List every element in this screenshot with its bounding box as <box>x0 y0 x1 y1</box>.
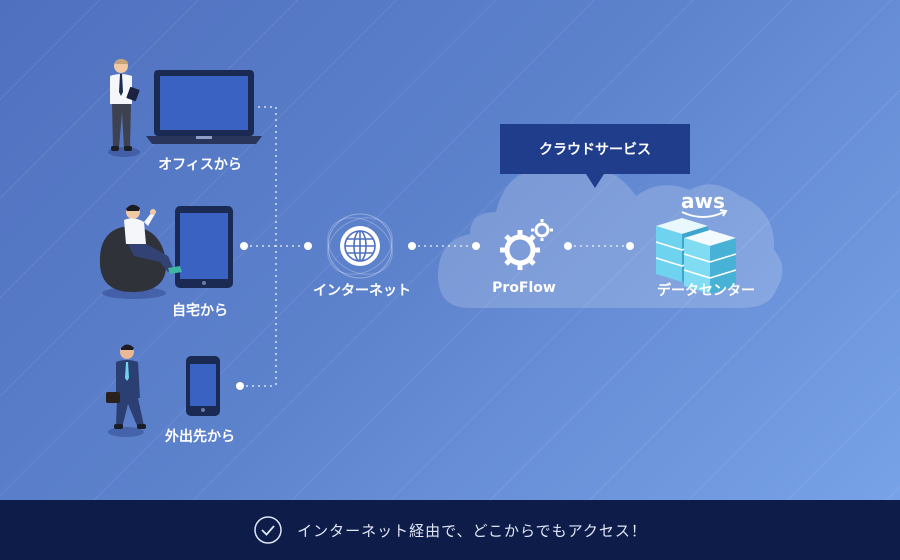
outside-label: 外出先から <box>165 429 235 445</box>
server-stack-icon <box>655 218 737 294</box>
tablet-icon <box>175 206 233 288</box>
datacenter-label: データセンター <box>657 283 755 299</box>
diagram-canvas: aws <box>99 59 737 437</box>
office-label: オフィスから <box>158 157 242 173</box>
internet-label: インターネット <box>313 283 411 299</box>
footer-banner: インターネット経由で、どこからでもアクセス！ <box>0 500 900 560</box>
globe-icon <box>327 213 393 279</box>
aws-logo: aws <box>681 189 728 218</box>
laptop-icon <box>146 70 262 144</box>
office-worker-figure <box>108 59 140 157</box>
cloud-service-callout: クラウドサービス <box>500 124 690 188</box>
gears-icon <box>500 219 553 270</box>
outside-worker-figure <box>106 344 146 437</box>
home-worker-figure <box>99 204 182 299</box>
check-circle-icon <box>254 516 282 544</box>
connector-dots <box>236 103 634 390</box>
proflow-label: ProFlow <box>492 280 556 296</box>
footer-message: インターネット経由で、どこからでもアクセス！ <box>297 521 647 540</box>
svg-text:aws: aws <box>681 189 725 213</box>
home-label: 自宅から <box>172 303 228 319</box>
smartphone-icon <box>186 356 220 416</box>
